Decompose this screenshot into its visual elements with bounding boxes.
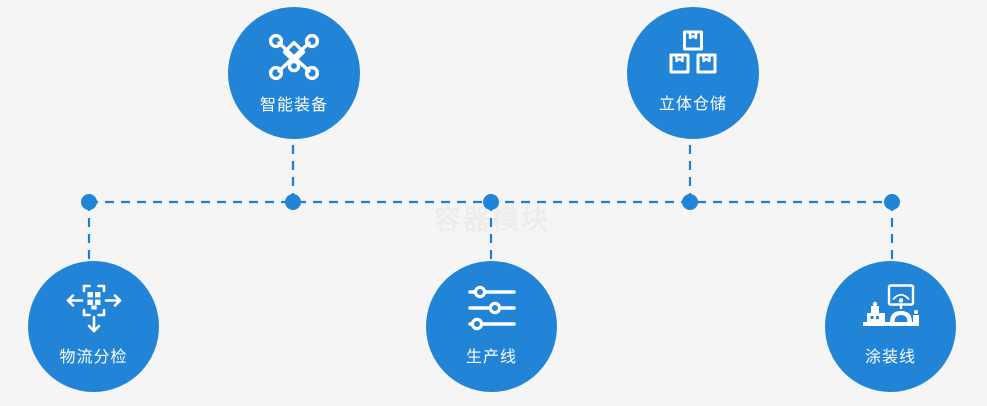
sorting-arrows-icon bbox=[65, 284, 123, 334]
node-stereo-storage[interactable]: 立体仓储 bbox=[627, 7, 759, 139]
node-label-painting-line: 涂装线 bbox=[864, 347, 916, 366]
stacked-boxes-icon bbox=[666, 30, 720, 80]
sliders-icon bbox=[464, 285, 520, 331]
background-watermark: 容器模块 bbox=[434, 205, 550, 236]
node-label-stereo-storage: 立体仓储 bbox=[658, 94, 727, 113]
node-logistics-sorting[interactable]: 物流分检 bbox=[28, 261, 159, 392]
node-label-production-line: 生产线 bbox=[465, 346, 517, 366]
junction-dot-sorting bbox=[81, 194, 97, 210]
painting-machine-icon bbox=[860, 284, 922, 332]
junction-dot-storage bbox=[682, 194, 698, 210]
junction-dot-paintline bbox=[884, 194, 900, 210]
junction-dot-smart bbox=[285, 194, 301, 210]
node-smart-equipment[interactable]: 智能装备 bbox=[228, 7, 360, 139]
node-label-smart-equipment: 智能装备 bbox=[259, 94, 328, 114]
node-production-line[interactable]: 生产线 bbox=[426, 261, 557, 392]
node-label-logistics-sorting: 物流分检 bbox=[59, 347, 128, 366]
network-nodes-icon bbox=[266, 30, 322, 82]
node-painting-line[interactable]: 涂装线 bbox=[825, 261, 956, 392]
